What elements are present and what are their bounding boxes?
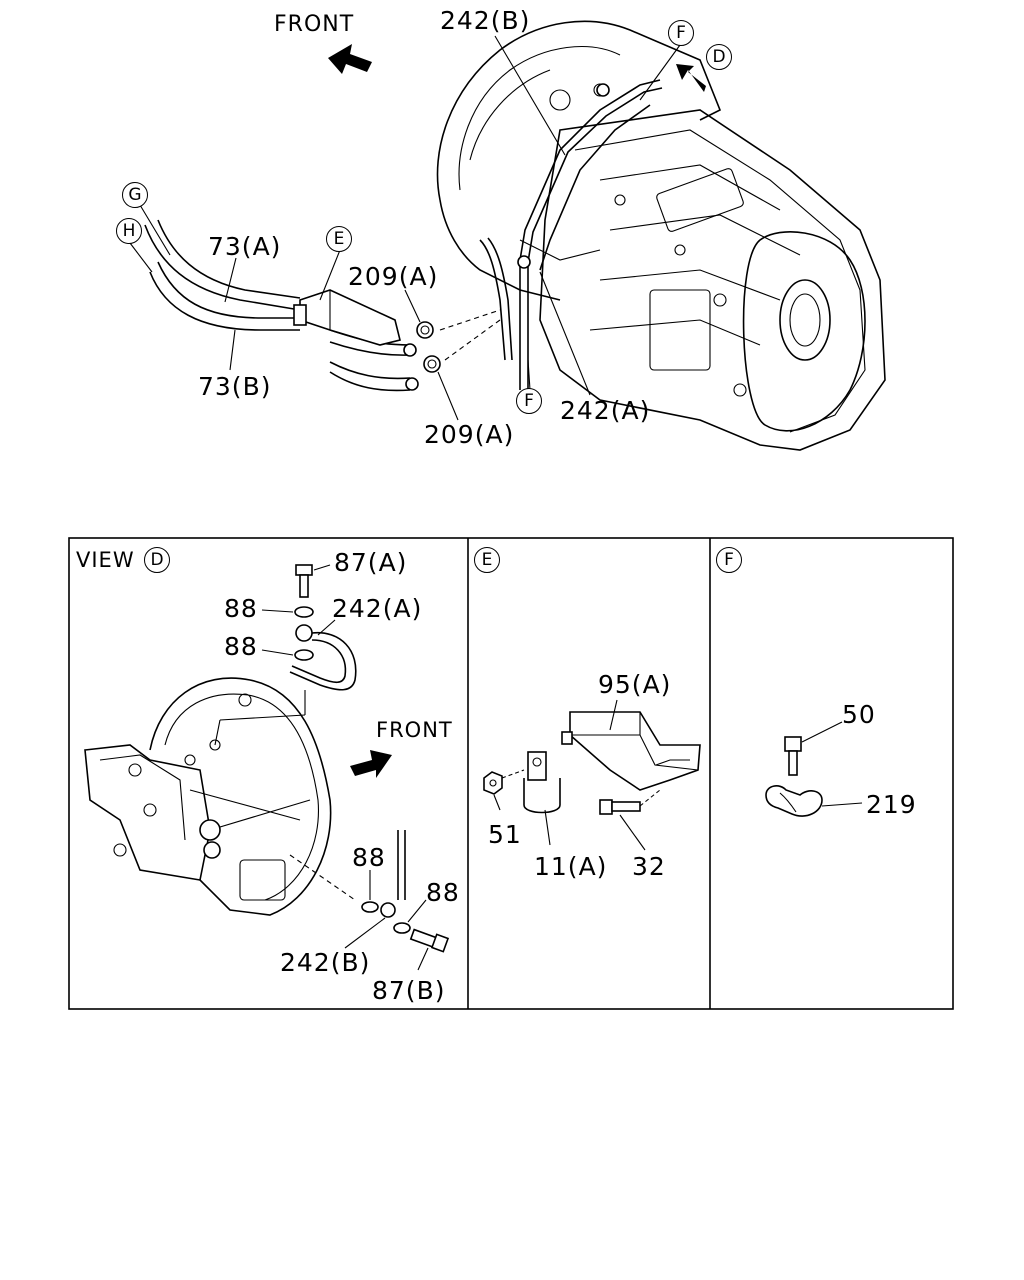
view-direction-arrow-icon	[676, 64, 706, 92]
view-d-leader-lines	[261, 564, 429, 971]
callout-88-1: 88	[224, 594, 258, 623]
circle-g: G	[122, 182, 148, 208]
pipe-242-drawing	[479, 79, 663, 390]
callout-87b: 87(B)	[372, 976, 446, 1005]
circle-d-view-marker: D	[706, 44, 732, 70]
view-d-title: VIEW	[76, 548, 135, 572]
view-d-circle: D	[144, 547, 170, 573]
circle-f-top: F	[668, 20, 694, 46]
callout-242a-view: 242(A)	[332, 594, 423, 623]
circle-h: H	[116, 218, 142, 244]
callout-88-4: 88	[426, 878, 460, 907]
view-d-parts-drawing	[289, 564, 450, 953]
view-d-housing-drawing	[84, 677, 332, 916]
callout-242b-top: 242(B)	[440, 6, 531, 35]
panel-frame	[68, 537, 954, 1010]
callout-51: 51	[488, 820, 522, 849]
panel-f-clip-drawing	[765, 721, 863, 817]
callout-32: 32	[632, 852, 666, 881]
callout-73b: 73(B)	[198, 372, 272, 401]
leader-lines-top	[129, 35, 681, 421]
panel-f-circle: F	[716, 547, 742, 573]
clamp-209-drawing	[416, 309, 501, 373]
callout-242b-view: 242(B)	[280, 948, 371, 977]
view-d-front-label: FRONT	[376, 718, 453, 742]
circle-e-top: E	[326, 226, 352, 252]
callout-88-3: 88	[352, 843, 386, 872]
front-label: FRONT	[274, 12, 355, 37]
callout-11a: 11(A)	[534, 852, 608, 881]
callout-242a-top: 242(A)	[560, 396, 651, 425]
panel-e-bracket-drawing	[483, 711, 701, 815]
bracket-e-drawing	[293, 289, 401, 346]
hose-73-drawing	[144, 219, 419, 392]
callout-219: 219	[866, 790, 917, 819]
callout-50: 50	[842, 700, 876, 729]
callout-95a: 95(A)	[598, 670, 672, 699]
callout-88-2: 88	[224, 632, 258, 661]
panel-e-leader-lines	[493, 699, 646, 851]
front-arrow-icon	[328, 44, 372, 74]
callout-73a: 73(A)	[208, 232, 282, 261]
panel-e-circle: E	[474, 547, 500, 573]
circle-f-bottom: F	[516, 388, 542, 414]
callout-87a: 87(A)	[334, 548, 408, 577]
transmission-housing-drawing	[436, 20, 886, 451]
callout-209a-lower: 209(A)	[424, 420, 515, 449]
callout-209a-upper: 209(A)	[348, 262, 439, 291]
